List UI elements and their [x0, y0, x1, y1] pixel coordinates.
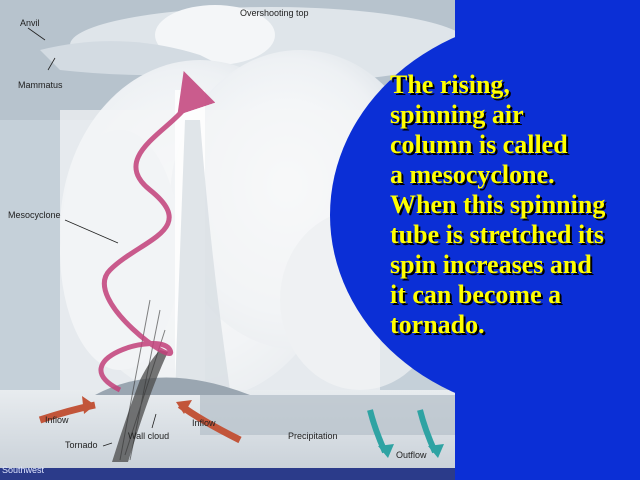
precipitation-shaft [200, 395, 460, 435]
inflow-arrow-left-head [82, 396, 95, 414]
tornado-leader [102, 442, 113, 447]
caption-end-mark: . [478, 310, 485, 339]
label-precipitation: Precipitation [288, 431, 338, 441]
label-mesocyclone: Mesocyclone [8, 210, 61, 220]
caption-line: When this spinning [390, 190, 606, 219]
inflow-arrow-right-head [176, 400, 192, 414]
outflow-arrow-2-head [428, 444, 444, 458]
spiral-arrow [98, 71, 216, 393]
label-mammatus: Mammatus [18, 80, 63, 90]
label-wall-cloud: Wall cloud [128, 431, 170, 441]
label-anvil: Anvil [20, 18, 40, 28]
tornado-funnel [112, 350, 168, 462]
caption: The rising, spinning air column is calle… [390, 70, 635, 340]
label-tornado: Tornado [65, 440, 98, 450]
wall-cloud-leader [151, 413, 157, 429]
mesocyclone-leader [64, 219, 119, 244]
caption-last-line: tornado. [390, 310, 635, 340]
caption-line: spinning air [390, 100, 524, 129]
caption-line: tube is stretched its [390, 220, 605, 249]
caption-line: The rising, [390, 70, 510, 99]
mesocyclone-column [175, 120, 230, 390]
caption-line: it can become a [390, 280, 562, 309]
ground-strip [0, 468, 460, 480]
anvil-leader [27, 27, 46, 41]
caption-line: tornado [390, 310, 479, 339]
label-outflow: Outflow [396, 450, 427, 460]
label-southwest: Southwest [2, 465, 45, 475]
label-inflow-right: Inflow [192, 418, 216, 428]
outflow-arrow-1-head [378, 444, 394, 458]
wall-cloud [95, 377, 250, 395]
label-inflow-left: Inflow [45, 415, 69, 425]
caption-line: a mesocyclone. [390, 160, 555, 189]
mammatus-leader [47, 57, 56, 71]
label-overshooting-top: Overshooting top [240, 8, 309, 18]
caption-line: column is called [390, 130, 568, 159]
caption-line: spin increases and [390, 250, 592, 279]
blue-panel [455, 0, 640, 480]
